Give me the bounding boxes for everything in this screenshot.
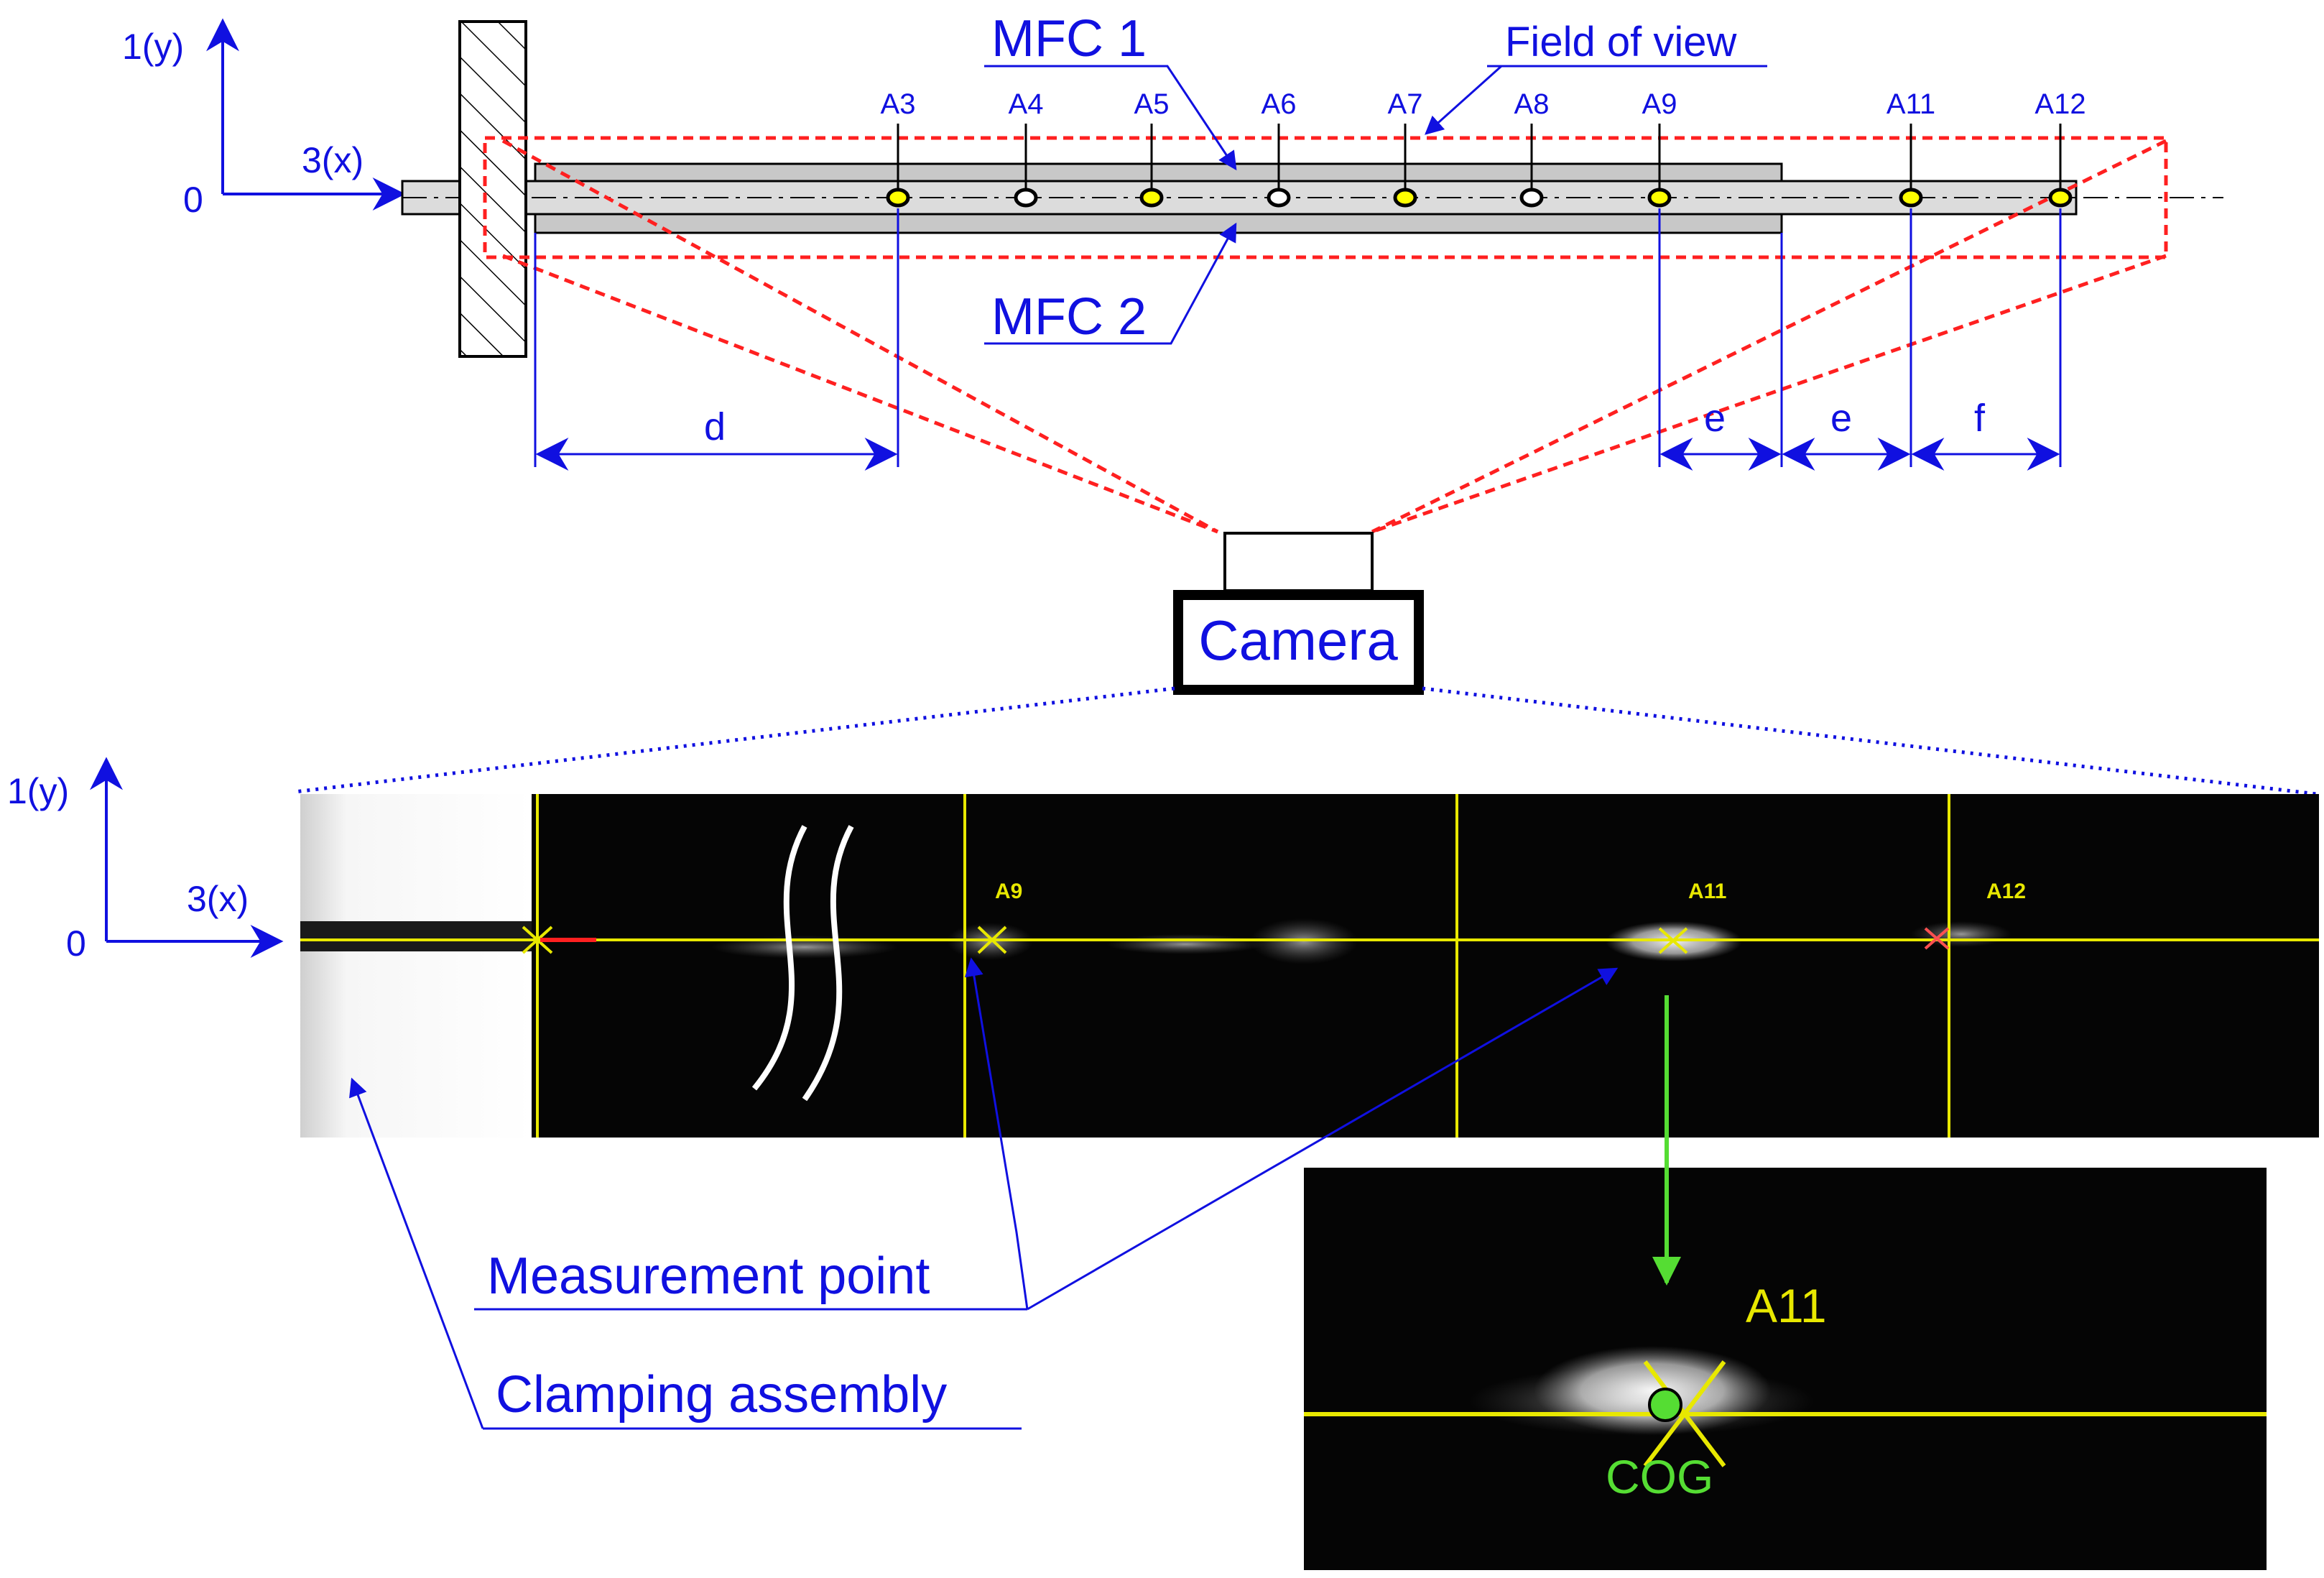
projection-left [294, 686, 1175, 794]
frame-background [300, 794, 2319, 1138]
cross-a9 [977, 926, 1007, 954]
field-of-view [483, 136, 2168, 534]
camera-projection [294, 686, 2318, 796]
cross-clamp [522, 926, 553, 954]
marker-dot-icon [2048, 188, 2073, 208]
camera-label: Camera [1198, 609, 1398, 672]
callouts: Measurement point Clamping assembly [349, 957, 1619, 1430]
point-label-a9: A9 [1642, 88, 1677, 120]
mfc-2-leader [984, 222, 1237, 345]
zoom-background [1304, 1168, 2267, 1570]
camera-body [1173, 590, 1424, 695]
clamping-assembly-label: Clamping assembly [496, 1366, 947, 1424]
projection-right [1422, 686, 2318, 796]
fov-rectangle [483, 136, 2168, 259]
break-line-1 [751, 825, 807, 1091]
cog-label: COG [1606, 1450, 1713, 1503]
top-y-label: 1(y) [122, 27, 184, 67]
point-label-a5: A5 [1134, 88, 1170, 120]
bottom-origin-label: 0 [66, 923, 86, 964]
point-label-a3: A3 [881, 88, 916, 120]
cog-icon [1648, 1388, 1682, 1422]
camera-lens [1223, 532, 1374, 592]
dim-e2-label: e [1830, 397, 1852, 440]
zoom-label-a11: A11 [1746, 1279, 1827, 1332]
mfc-1-leader [984, 65, 1237, 171]
marker-dot-icon [1899, 188, 1923, 208]
clamping-assembly-leader [349, 1077, 484, 1429]
field-of-view-label: Field of view [1505, 19, 1737, 65]
camera-icon: Camera [1173, 532, 1424, 695]
clamp-photo [300, 794, 532, 1138]
point-label-a4: A4 [1009, 88, 1044, 120]
marker-dot-icon [1647, 188, 1672, 208]
beam-blob-a12 [1911, 921, 2011, 947]
top-x-label: 3(x) [302, 140, 364, 180]
beam-assembly [401, 20, 2223, 358]
measurement-point-label: Measurement point [487, 1247, 930, 1305]
point-label-a12: A12 [2034, 88, 2085, 120]
cross-a11 [1658, 927, 1688, 954]
fov-ray-left-1 [501, 139, 1219, 534]
marker-dot-icon [1267, 188, 1291, 208]
mfc-1-label: MFC 1 [991, 10, 1147, 68]
measurement-markers: A3 A4 A5 A6 A7 A8 A9 A11 A12 [881, 88, 2086, 208]
mfc-labels: MFC 1 MFC 2 Field of view [984, 10, 1767, 346]
mfc-2-label: MFC 2 [991, 288, 1147, 346]
zoom-blob [1534, 1346, 1771, 1435]
top-origin-label: 0 [183, 180, 203, 220]
dim-f-label: f [1974, 397, 1986, 440]
bottom-axes: 1(y) 3(x) 0 [7, 757, 284, 964]
dim-e1-label: e [1704, 397, 1726, 440]
marker-dot-icon [1393, 188, 1417, 208]
beam-blob-2 [1106, 934, 1264, 954]
camera-frame: A9 A11 A12 [300, 794, 2319, 1138]
point-label-a7: A7 [1388, 88, 1423, 120]
marker-dot-icon [1014, 188, 1038, 208]
clamp-photo-gap [300, 921, 532, 951]
point-label-a8: A8 [1514, 88, 1550, 120]
bottom-y-label: 1(y) [7, 771, 69, 811]
dimensions [534, 208, 2062, 471]
zoom-cross [1643, 1360, 1726, 1467]
photo-label-a12: A12 [1986, 880, 2026, 903]
break-line-2 [802, 825, 854, 1102]
cross-a12 [1924, 927, 1950, 950]
top-axes: 1(y) 3(x) 0 [122, 18, 406, 220]
clamp-icon [458, 20, 527, 358]
marker-dot-icon [1519, 188, 1544, 208]
fov-leader [1425, 65, 1503, 135]
bottom-x-label: 3(x) [187, 879, 249, 919]
fov-ray-left-2 [502, 254, 1218, 534]
dimension-labels: d e e f [704, 397, 1986, 448]
dim-d-label: d [704, 405, 726, 448]
photo-label-a11: A11 [1688, 880, 1726, 903]
photo-label-a9: A9 [995, 880, 1022, 903]
measurement-point-leader-a11 [1027, 967, 1619, 1311]
fov-ray-right-2 [1371, 254, 2167, 534]
measurement-point-leader-a9 [965, 957, 1029, 1310]
marker-dot-icon [1139, 188, 1164, 208]
zoom-inset: A11 COG [1304, 1168, 2267, 1570]
point-label-a6: A6 [1261, 88, 1297, 120]
marker-dot-icon [886, 188, 910, 208]
point-label-a11: A11 [1886, 88, 1935, 120]
